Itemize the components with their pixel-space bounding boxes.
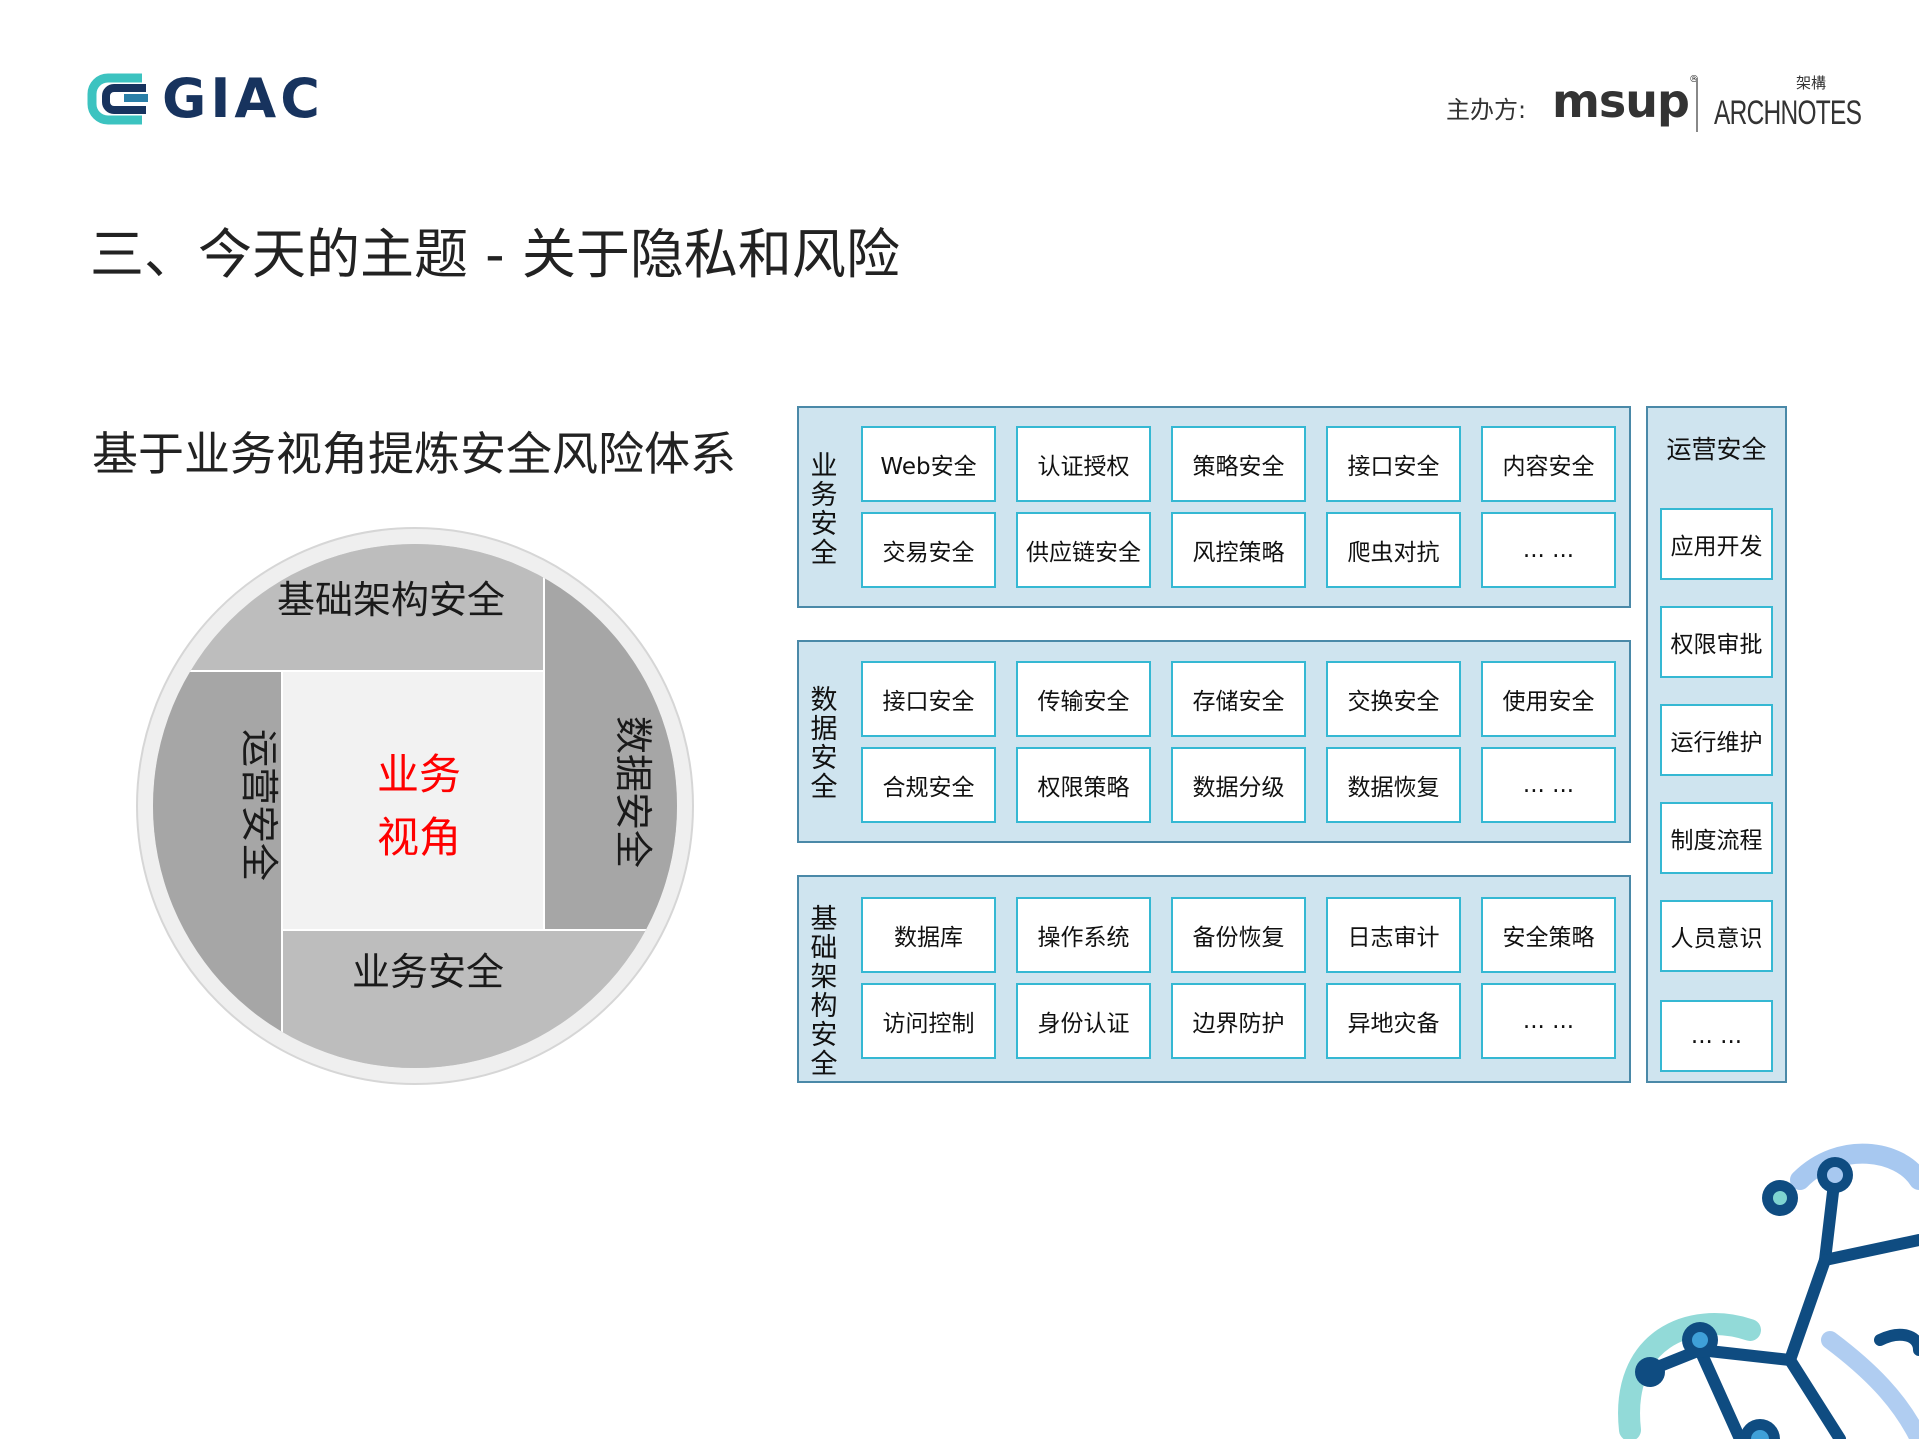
layer-label: 数据安全 [810,685,838,803]
section-subtitle: 基于业务视角提炼安全风险体系 [92,427,736,481]
cell-item: 权限策略 [1016,747,1151,823]
giac-wordmark: GIAC [162,67,324,130]
cell-item: 访问控制 [861,983,996,1059]
msup-logo: msup® [1552,74,1699,128]
archnotes-logo: ARCHNOTES [1714,94,1862,132]
ops-item: 制度流程 [1660,802,1773,874]
cell-item: 供应链安全 [1016,512,1151,588]
circle-center-line2: 视角 [377,813,461,862]
cell-item: 数据分级 [1171,747,1306,823]
cell-item: 传输安全 [1016,661,1151,737]
cell-item: 存储安全 [1171,661,1306,737]
cell-item: 接口安全 [861,661,996,737]
circle-top-label: 基础架构安全 [277,578,505,622]
layer-business-security: 业务安全 Web安全 认证授权 策略安全 接口安全 内容安全 交易安全 供应链安… [797,406,1631,608]
layer-data-security: 数据安全 接口安全 传输安全 存储安全 交换安全 使用安全 合规安全 权限策略 … [797,640,1631,843]
cell-item: 数据库 [861,897,996,973]
cell-item: 认证授权 [1016,426,1151,502]
cell-item: 交换安全 [1326,661,1461,737]
ops-item: 人员意识 [1660,900,1773,972]
layer-label: 业务安全 [810,451,838,569]
layer-label: 基础架构安全 [810,904,838,1080]
cell-item: 爬虫对抗 [1326,512,1461,588]
segment-center [283,672,543,929]
cell-item: 使用安全 [1481,661,1616,737]
cell-item: 交易安全 [861,512,996,588]
cell-item: Web安全 [861,426,996,502]
cell-item: ... ... [1481,747,1616,823]
sponsor-divider [1696,78,1698,132]
cell-item: 操作系统 [1016,897,1151,973]
cell-item: 内容安全 [1481,426,1616,502]
cell-item: ... ... [1481,983,1616,1059]
layer-operations-security: 运营安全 应用开发 权限审批 运行维护 制度流程 人员意识 ... ... [1646,406,1787,1083]
cell-item: 接口安全 [1326,426,1461,502]
decorative-network-graphic [1600,1140,1919,1443]
ops-item: 应用开发 [1660,508,1773,580]
cell-item: 身份认证 [1016,983,1151,1059]
circle-center-line1: 业务 [377,750,461,799]
page-title: 三、今天的主题 - 关于隐私和风险 [90,223,900,286]
cell-item: 安全策略 [1481,897,1616,973]
ops-item: 运行维护 [1660,704,1773,776]
cell-item: 合规安全 [861,747,996,823]
archnotes-cn-text: 架構 [1796,74,1827,92]
cell-item: ... ... [1481,512,1616,588]
cell-item: 边界防护 [1171,983,1306,1059]
ops-item: 权限审批 [1660,606,1773,678]
cell-item: 异地灾备 [1326,983,1461,1059]
cell-item: 策略安全 [1171,426,1306,502]
circle-bottom-label: 业务安全 [352,950,504,994]
layer-infrastructure-security: 基础架构安全 数据库 操作系统 备份恢复 日志审计 安全策略 访问控制 身份认证… [797,875,1631,1083]
circle-left-label: 运营安全 [237,729,281,881]
circle-right-label: 数据安全 [611,716,655,868]
cell-item: 日志审计 [1326,897,1461,973]
business-perspective-circle: 基础架构安全 业务安全 业务 视角 数据安全 运营安全 [136,527,694,1085]
ops-title: 运营安全 [1666,435,1767,464]
cell-item: 风控策略 [1171,512,1306,588]
ops-item: ... ... [1660,1000,1773,1072]
giac-logo: GIAC [84,68,320,130]
cell-item: 数据恢复 [1326,747,1461,823]
msup-wordmark: msup [1552,74,1690,128]
sponsor-label: 主办方: [1446,96,1527,124]
giac-logo-icon [87,73,148,125]
cell-item: 备份恢复 [1171,897,1306,973]
